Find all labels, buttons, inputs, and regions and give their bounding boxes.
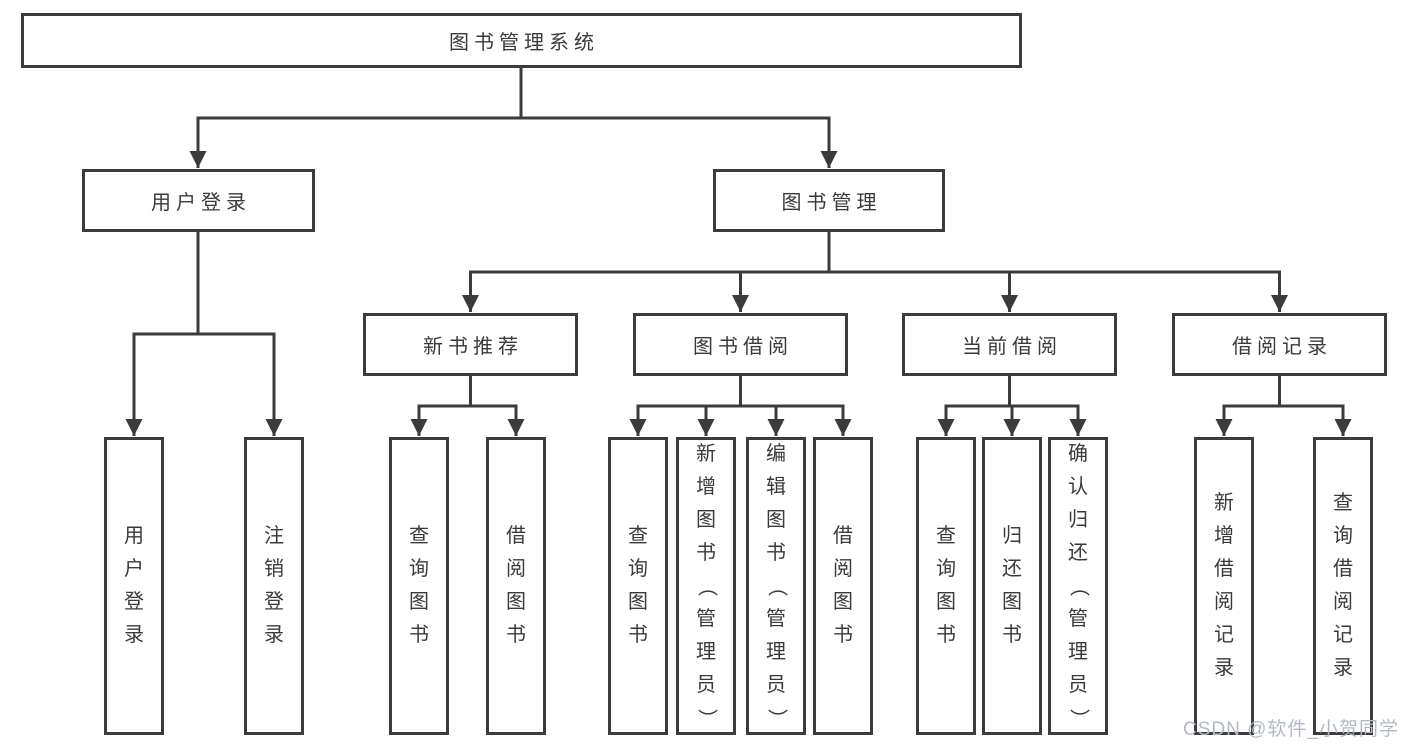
node-user-login: 用户登录 [82,169,315,232]
node-library-management-system: 图书管理系统 [21,13,1022,68]
leaf-borrow-books-new: 借阅图书 [486,437,546,735]
leaf-query-borrow-record: 查询借阅记录 [1313,437,1373,735]
connector-new-books-to-leaves [410,374,525,436]
connector-borrow-records-to-leaves [1215,374,1352,436]
leaf-query-books-new: 查询图书 [389,437,449,735]
node-new-book-recommend: 新书推荐 [363,313,578,376]
node-book-management: 图书管理 [713,169,945,232]
connector-book-borrow-to-leaves [629,374,852,436]
leaf-edit-books-admin: 编辑图书（管理员） [746,437,806,735]
node-book-borrowing: 图书借阅 [633,313,848,376]
leaf-query-books-current: 查询图书 [916,437,976,735]
node-borrowing-records: 借阅记录 [1172,313,1387,376]
connector-current-borrow-to-leaves [937,374,1087,436]
node-current-borrowing: 当前借阅 [902,313,1117,376]
leaf-borrow-books: 借阅图书 [813,437,873,735]
leaf-user-login: 用户登录 [104,437,164,735]
connector-user-login-to-leaves [125,230,283,436]
connector-book-mgmt-to-level2 [462,230,1288,312]
csdn-watermark: CSDN @软件_小贺同学 [1183,719,1399,740]
leaf-return-books: 归还图书 [982,437,1042,735]
leaf-add-borrow-record: 新增借阅记录 [1194,437,1254,735]
leaf-query-books-borrow: 查询图书 [608,437,668,735]
connector-root-to-level1 [189,66,838,168]
leaf-confirm-return-admin: 确认归还（管理员） [1048,437,1108,735]
leaf-logout-login: 注销登录 [244,437,304,735]
leaf-add-books-admin: 新增图书（管理员） [676,437,736,735]
